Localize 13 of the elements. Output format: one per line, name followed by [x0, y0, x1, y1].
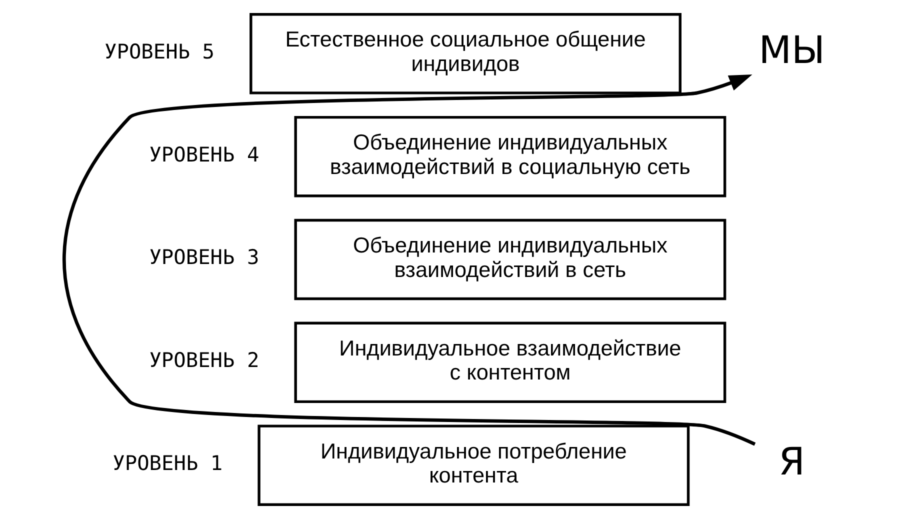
node-text: МЫ: [758, 28, 825, 72]
node-text: Я: [778, 439, 806, 484]
node-label: УРОВЕНЬ 3: [149, 244, 260, 269]
node-box: Индивидуальное потребление контента: [258, 424, 690, 506]
node-box: Объединение индивидуальных взаимодействий в социальную сеть: [294, 115, 726, 197]
node-box: Естественное социальное общение индивидов: [250, 12, 682, 94]
node-box: Индивидуальное взаимодействие с контентом: [294, 321, 726, 403]
node-label: УРОВЕНЬ 5: [104, 38, 214, 63]
node-label: УРОВЕНЬ 1: [112, 450, 223, 475]
node-label: УРОВЕНЬ 2: [149, 348, 260, 372]
arrow: [62, 74, 756, 446]
node-box: Объединение индивидуальных взаимодействий в сеть: [294, 218, 726, 300]
node-label: УРОВЕНЬ 4: [149, 142, 260, 166]
